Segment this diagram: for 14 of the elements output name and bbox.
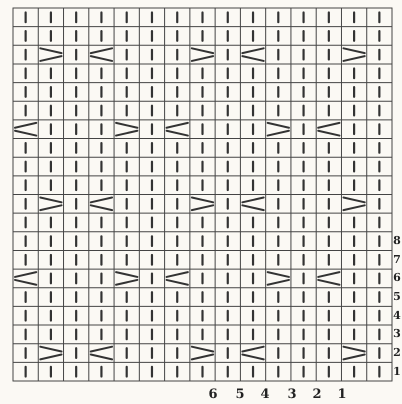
row-number: 6 — [393, 272, 401, 284]
row-number: 2 — [393, 347, 401, 360]
row-number: 4 — [393, 310, 401, 322]
column-number: 3 — [287, 388, 297, 402]
column-number: 1 — [337, 388, 347, 402]
column-number: 6 — [208, 388, 218, 402]
row-number: 1 — [393, 366, 401, 378]
row-number: 7 — [393, 254, 401, 266]
column-number: 4 — [260, 388, 270, 402]
row-number: 8 — [393, 235, 401, 248]
row-number: 5 — [393, 291, 401, 304]
row-number: 3 — [393, 328, 401, 340]
column-number: 5 — [235, 388, 245, 402]
column-number: 2 — [312, 388, 322, 402]
